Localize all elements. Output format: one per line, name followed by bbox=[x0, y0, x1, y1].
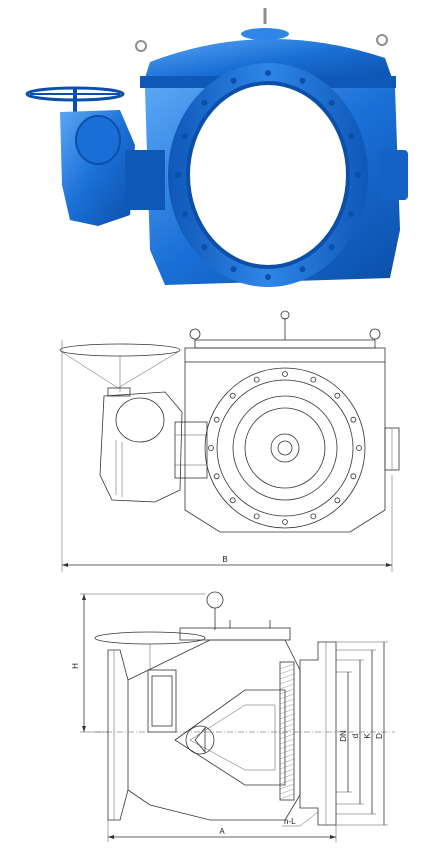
bolt-hole bbox=[350, 473, 357, 480]
bolt-head bbox=[348, 211, 355, 218]
dimension-dn-label: DN bbox=[339, 730, 348, 742]
bolt-hole bbox=[229, 497, 236, 504]
hatch-line bbox=[279, 688, 295, 695]
hatch-line bbox=[279, 788, 295, 795]
dimension-k-label: K bbox=[363, 733, 372, 739]
hatch-line bbox=[279, 778, 295, 785]
bolt-hole bbox=[356, 445, 362, 451]
hatch-line bbox=[279, 703, 295, 710]
section-view-svg: H A DN d K D n-L bbox=[71, 591, 395, 842]
bolt-hole bbox=[213, 416, 220, 423]
dimension-b-label: B bbox=[222, 555, 227, 564]
gearbox-outline bbox=[99, 391, 183, 503]
bolt-head bbox=[230, 77, 237, 84]
hatch-line bbox=[279, 723, 295, 730]
valve-body-section bbox=[127, 639, 301, 821]
hatch-line bbox=[279, 678, 295, 685]
top-cover bbox=[143, 38, 392, 84]
bolt-head bbox=[348, 132, 355, 139]
hatch-line bbox=[279, 713, 295, 720]
bolt-head bbox=[181, 211, 188, 218]
outlet-flange bbox=[299, 641, 337, 826]
bolt-head bbox=[201, 244, 208, 251]
outlet-flange bbox=[168, 63, 368, 287]
flange-outer-circle bbox=[204, 367, 366, 529]
top-flange bbox=[184, 347, 386, 363]
bolt-hole bbox=[282, 519, 288, 525]
valve-photo bbox=[0, 0, 426, 300]
bolt-hole bbox=[350, 416, 357, 423]
hatch-line bbox=[279, 673, 295, 680]
bolt-hole bbox=[310, 513, 317, 520]
hatch-line bbox=[279, 728, 295, 735]
hatch-line bbox=[279, 783, 295, 790]
bolt-hole bbox=[253, 376, 260, 383]
lifting-eye-icon bbox=[135, 8, 388, 52]
hatch-line bbox=[279, 738, 295, 745]
bolt-hole bbox=[229, 392, 236, 399]
bolt-head bbox=[201, 99, 208, 106]
bolt-head bbox=[181, 132, 188, 139]
bolt-hole bbox=[334, 497, 341, 504]
bolt-head bbox=[328, 99, 335, 106]
hatch-line bbox=[279, 668, 295, 675]
hatch-line bbox=[279, 793, 295, 800]
section-view-drawing: H A DN d K D n-L bbox=[0, 580, 426, 850]
front-view-drawing: B bbox=[0, 300, 426, 580]
hatch-line bbox=[279, 758, 295, 765]
bolt-hole bbox=[208, 445, 214, 451]
inlet-flange bbox=[107, 649, 129, 821]
lifting-eye-icon bbox=[206, 591, 224, 609]
dimension-d1-label: d bbox=[351, 734, 360, 738]
bolt-head bbox=[299, 266, 306, 273]
bolt-hole-label: n-L bbox=[284, 817, 296, 826]
bolt-head bbox=[265, 70, 271, 76]
flange-dimensions bbox=[336, 641, 388, 826]
hatch-line bbox=[279, 773, 295, 780]
dimension-h-label: H bbox=[71, 663, 80, 669]
hatch-line bbox=[279, 748, 295, 755]
bolt-hole bbox=[213, 473, 220, 480]
bolt-hole bbox=[253, 513, 260, 520]
hatch-line bbox=[279, 683, 295, 690]
bolt-hole bbox=[282, 371, 288, 377]
flange-bolt-holes bbox=[208, 371, 362, 525]
bolt-hole bbox=[310, 376, 317, 383]
bolt-head bbox=[230, 266, 237, 273]
handwheel-icon bbox=[59, 343, 181, 357]
bolt-head bbox=[175, 172, 181, 178]
valve-photo-illustration bbox=[25, 8, 408, 287]
hatch-line bbox=[279, 753, 295, 760]
handwheel-icon bbox=[25, 86, 125, 112]
hatch-line bbox=[279, 663, 295, 670]
dimension-d-label: D bbox=[375, 733, 384, 739]
hatch-line bbox=[279, 763, 295, 770]
hatch-line bbox=[279, 693, 295, 700]
front-view-svg: B bbox=[59, 310, 400, 572]
bolt-hole-leader bbox=[299, 811, 319, 827]
handwheel-icon bbox=[94, 631, 206, 645]
bolt-hole bbox=[334, 392, 341, 399]
dimension-a-label: A bbox=[219, 827, 225, 836]
seat-hatching bbox=[279, 663, 295, 800]
bolt-head bbox=[355, 172, 361, 178]
hatch-line bbox=[279, 733, 295, 740]
hatch-line bbox=[279, 708, 295, 715]
bolt-head bbox=[328, 244, 335, 251]
flange-bolts bbox=[175, 70, 361, 280]
hatch-line bbox=[279, 768, 295, 775]
bolt-head bbox=[265, 274, 271, 280]
hatch-line bbox=[279, 698, 295, 705]
hatch-line bbox=[279, 718, 295, 725]
hatch-line bbox=[279, 743, 295, 750]
bolt-head bbox=[299, 77, 306, 84]
